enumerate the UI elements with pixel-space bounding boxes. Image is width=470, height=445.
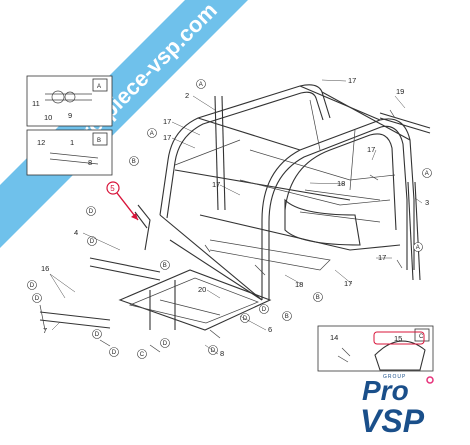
- callout-d-9: D: [240, 313, 250, 323]
- svg-text:11: 11: [32, 99, 40, 108]
- svg-text:10: 10: [44, 113, 52, 122]
- callout-d-5: D: [92, 329, 102, 339]
- logo-line1: Pro: [362, 375, 409, 406]
- svg-text:D: D: [89, 209, 94, 215]
- label-17-a: 17: [348, 76, 356, 85]
- svg-text:15: 15: [394, 334, 402, 343]
- svg-text:D: D: [243, 316, 248, 322]
- svg-text:1: 1: [70, 138, 74, 147]
- svg-text:8: 8: [88, 158, 92, 167]
- svg-text:C: C: [140, 352, 145, 358]
- label-8: 8: [220, 349, 224, 358]
- svg-text:A: A: [416, 245, 420, 251]
- svg-text:A: A: [199, 82, 203, 88]
- svg-text:B: B: [97, 138, 101, 144]
- callout-d-7: D: [160, 338, 170, 348]
- callout-b-3: B: [282, 311, 292, 321]
- svg-text:B: B: [285, 314, 289, 320]
- callout-d-6: D: [109, 347, 119, 357]
- callout-d-8: D: [208, 345, 218, 355]
- svg-text:D: D: [35, 296, 40, 302]
- svg-text:B: B: [132, 159, 136, 165]
- label-18-a: 18: [337, 179, 345, 188]
- callout-bubbles: A A A A B B B B C D D D D D D D D D D: [27, 79, 432, 359]
- label-17-b: 17: [163, 117, 171, 126]
- provsp-logo: GROUP Pro VSP: [360, 374, 434, 439]
- svg-text:D: D: [112, 350, 117, 356]
- callout-c-1: C: [137, 349, 147, 359]
- svg-text:D: D: [95, 332, 100, 338]
- logo-accent-dot: [426, 376, 434, 384]
- logo-tagline: GROUP: [383, 374, 406, 380]
- callout-a-2: A: [147, 128, 157, 138]
- svg-text:A: A: [150, 131, 154, 137]
- callout-d-1: D: [86, 206, 96, 216]
- svg-text:C: C: [419, 334, 424, 340]
- callout-b-4: B: [313, 292, 323, 302]
- svg-text:14: 14: [330, 333, 338, 342]
- callout-d-10: D: [259, 304, 269, 314]
- callout-a-1: A: [196, 79, 206, 89]
- logo-line2: VSP: [360, 403, 425, 439]
- label-6: 6: [268, 325, 272, 334]
- svg-text:D: D: [211, 348, 216, 354]
- label-2: 2: [185, 91, 189, 100]
- svg-text:D: D: [262, 307, 267, 313]
- svg-text:9: 9: [68, 111, 72, 120]
- label-17-f: 17: [344, 279, 352, 288]
- label-17-d: 17: [367, 145, 375, 154]
- label-16: 16: [41, 264, 49, 273]
- svg-text:12: 12: [37, 138, 45, 147]
- svg-text:D: D: [163, 341, 168, 347]
- svg-text:B: B: [316, 295, 320, 301]
- callout-d-4: D: [32, 293, 42, 303]
- svg-text:A: A: [425, 171, 429, 177]
- label-3: 3: [425, 198, 429, 207]
- svg-text:A: A: [97, 84, 101, 90]
- svg-text:B: B: [163, 263, 167, 269]
- callout-a-3: A: [422, 168, 432, 178]
- callout-d-2: D: [87, 236, 97, 246]
- roll-cage-frame: [39, 84, 431, 353]
- label-17-e: 17: [212, 180, 220, 189]
- label-5: 5: [110, 184, 115, 193]
- callout-a-4: A: [413, 242, 423, 252]
- svg-text:D: D: [90, 239, 95, 245]
- label-4: 4: [74, 228, 78, 237]
- label-18-b: 18: [295, 280, 303, 289]
- callout-b-2: B: [160, 260, 170, 270]
- part-number-labels: 2 17 17 17 17 17 17 17 19 18 18 3 4 16 7…: [41, 76, 429, 358]
- svg-text:D: D: [30, 283, 35, 289]
- detail-box-b: B 12 1 8: [26, 129, 113, 176]
- detail-box-c: C 14 15: [317, 325, 434, 372]
- callout-d-3: D: [27, 280, 37, 290]
- label-17-g: 17: [378, 253, 386, 262]
- callout-b-1: B: [129, 156, 139, 166]
- label-20: 20: [198, 285, 206, 294]
- highlight-part-5: 5: [106, 181, 139, 221]
- label-17-c: 17: [163, 133, 171, 142]
- detail-box-a: A 11 10 9: [26, 75, 113, 127]
- leader-lines: [49, 79, 423, 355]
- label-7: 7: [43, 326, 47, 335]
- label-19: 19: [396, 87, 404, 96]
